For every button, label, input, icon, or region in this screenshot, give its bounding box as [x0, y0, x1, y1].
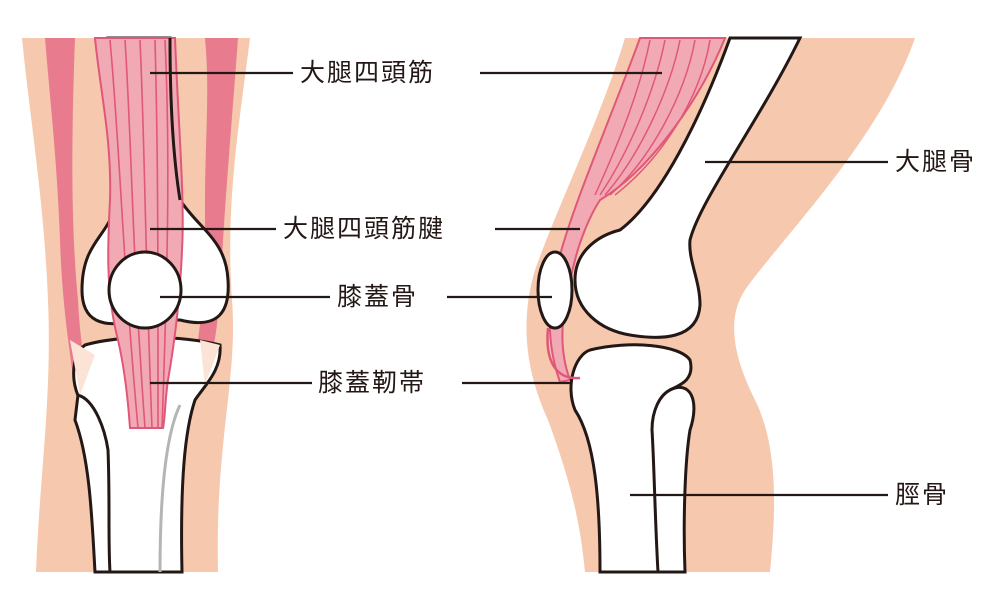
- femur-side: [573, 36, 803, 339]
- label-patella: 膝蓋骨: [337, 282, 419, 311]
- label-quadriceps: 大腿四頭筋: [300, 58, 436, 87]
- tibia-line-front: [158, 404, 182, 573]
- label-patellar-ligament: 膝蓋靭帯: [318, 368, 427, 397]
- side-view-knee: [526, 36, 915, 574]
- quadriceps-muscle-side: [548, 37, 727, 384]
- front-outer-muscle-left: [45, 38, 90, 390]
- patella-side: [536, 250, 574, 330]
- femur-front-edge: [168, 37, 182, 201]
- patella-front: [107, 250, 183, 330]
- patellar-ligament-side: [546, 327, 581, 380]
- front-outer-muscle-right: [190, 38, 238, 385]
- label-tibia: 脛骨: [895, 480, 950, 509]
- label-femur: 大腿骨: [895, 147, 977, 176]
- fibula-front: [73, 393, 112, 574]
- front-view-knee: [22, 36, 250, 574]
- leader-lines: [150, 71, 888, 497]
- label-quadriceps-tendon: 大腿四頭筋腱: [283, 214, 446, 243]
- fibula-side: [650, 386, 696, 574]
